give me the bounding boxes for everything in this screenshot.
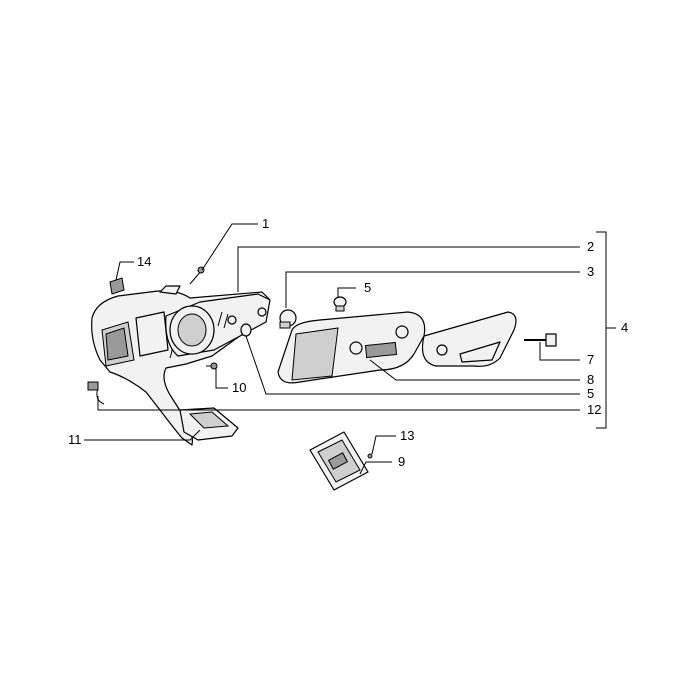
callout-labels: 1 2 3 4 5 5 7 8 9 10 11 12 13 14 [68,216,628,469]
callout-1: 1 [262,216,269,231]
callout-5-lower: 5 [587,386,594,401]
callout-9: 9 [398,454,405,469]
callout-11: 11 [68,432,82,447]
callout-5-upper: 5 [364,280,371,295]
long-screw [524,333,557,347]
callout-8: 8 [587,372,594,387]
screw-10 [206,362,218,370]
callout-13: 13 [400,428,414,443]
clip [109,277,125,295]
callout-4: 4 [621,320,628,335]
small-bulb-upper [333,296,347,312]
callout-7: 7 [587,352,594,367]
callout-12: 12 [587,402,601,417]
rear-fender [179,407,239,441]
lamp-holder [165,293,271,357]
taillight-lens [277,311,426,384]
callout-3: 3 [587,264,594,279]
rear-cover [421,311,517,367]
callout-14: 14 [137,254,151,269]
callout-10: 10 [232,380,246,395]
small-bulb-lower [240,323,252,337]
bulb [279,309,297,329]
leader-lines [84,223,616,475]
wiring-connector [87,381,105,405]
reflector-plate [309,431,369,491]
small-screw-13 [367,453,373,459]
callout-2: 2 [587,239,594,254]
